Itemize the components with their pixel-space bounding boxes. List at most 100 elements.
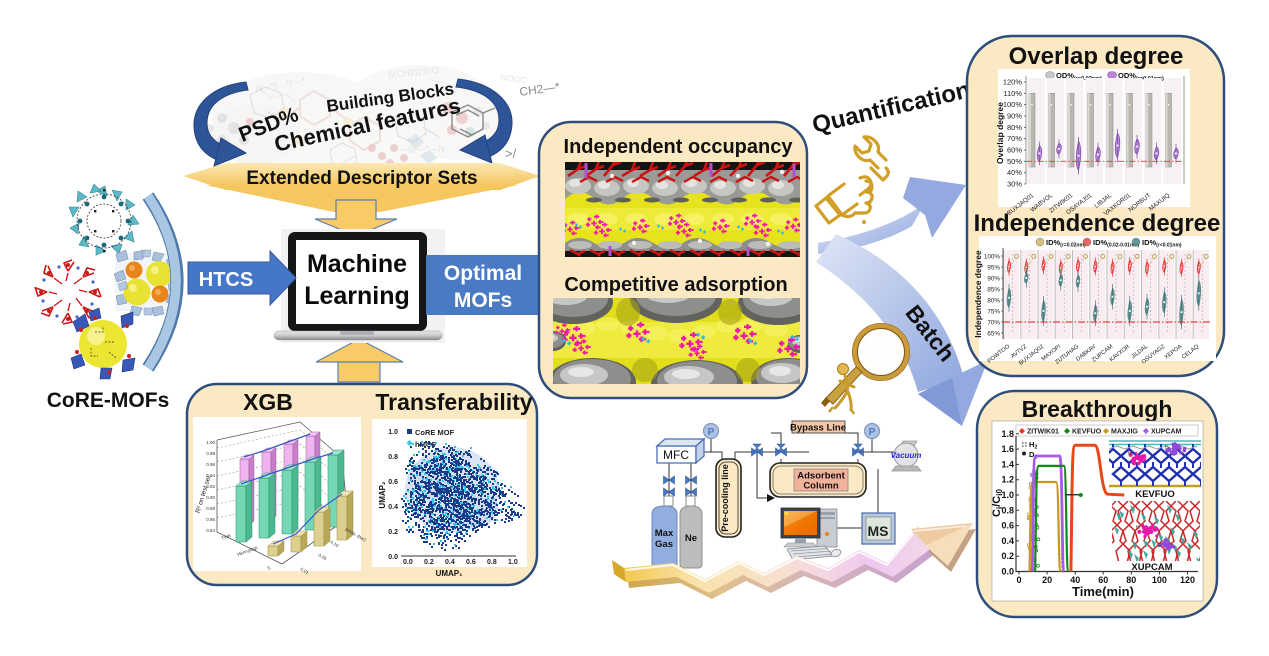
svg-text:110%: 110% — [1003, 89, 1022, 98]
svg-text:0.96: 0.96 — [206, 462, 215, 467]
svg-text:0.4: 0.4 — [388, 504, 398, 511]
svg-text:>/: >/ — [505, 146, 517, 161]
svg-text:Learning: Learning — [304, 282, 410, 310]
svg-text:70%: 70% — [1007, 134, 1022, 143]
svg-text:30%: 30% — [1007, 180, 1022, 189]
svg-text:0.6: 0.6 — [388, 479, 398, 486]
svg-text:20: 20 — [1042, 575, 1052, 585]
svg-text:0.05: 0.05 — [318, 553, 329, 562]
svg-text:100: 100 — [1152, 575, 1167, 585]
svg-text:TWA: TWA — [221, 533, 232, 541]
svg-text:MFC: MFC — [663, 448, 689, 462]
svg-text:HTCS: HTCS — [199, 269, 253, 291]
svg-text:Breakthrough: Breakthrough — [1022, 396, 1173, 422]
svg-text:Adsorbent: Adsorbent — [797, 471, 845, 482]
svg-text:40: 40 — [1070, 575, 1080, 585]
svg-text:Independence degree: Independence degree — [973, 250, 983, 338]
svg-text:CoRE-MOFs: CoRE-MOFs — [47, 389, 170, 412]
svg-text:0.8: 0.8 — [1001, 505, 1014, 515]
svg-text:CoRE MOF: CoRE MOF — [415, 428, 455, 437]
svg-text:0.4: 0.4 — [445, 559, 455, 566]
svg-text:Independent occupancy: Independent occupancy — [564, 136, 794, 158]
svg-text:0.86: 0.86 — [206, 517, 215, 522]
svg-text:ID%(r<0.01nm): ID%(r<0.01nm) — [1142, 238, 1182, 249]
svg-text:P: P — [869, 427, 876, 438]
svg-text:0.8: 0.8 — [388, 454, 398, 461]
svg-text:0.0: 0.0 — [388, 554, 398, 561]
svg-text:0.88: 0.88 — [206, 506, 215, 511]
svg-text:65%: 65% — [987, 331, 1000, 338]
svg-text:MAXJIG: MAXJIG — [1111, 429, 1138, 436]
svg-text:0.2: 0.2 — [1001, 551, 1014, 561]
svg-text:120%: 120% — [1003, 78, 1023, 87]
svg-text:Column: Column — [803, 481, 839, 492]
svg-text:H2: H2 — [1029, 440, 1037, 451]
svg-text:80%: 80% — [1007, 123, 1022, 132]
svg-text:100%: 100% — [1003, 100, 1023, 109]
svg-text:0.92: 0.92 — [206, 484, 215, 489]
svg-text:0.90: 0.90 — [206, 495, 215, 500]
svg-text:85%: 85% — [987, 287, 1000, 294]
svg-text:0.94: 0.94 — [206, 473, 215, 478]
svg-text:Max: Max — [655, 528, 674, 539]
svg-text:UMAP₂: UMAP₂ — [378, 481, 387, 509]
svg-text:Competitive adsorption: Competitive adsorption — [564, 274, 787, 296]
svg-text:0.2: 0.2 — [388, 529, 398, 536]
svg-text:Optimal: Optimal — [444, 262, 522, 285]
svg-text:XUPCAM: XUPCAM — [1131, 562, 1172, 573]
svg-text:1.0: 1.0 — [1001, 490, 1014, 500]
svg-text:XUPCAM: XUPCAM — [1151, 429, 1182, 436]
svg-text:Quantification: Quantification — [810, 76, 973, 139]
svg-text:Overlap degree: Overlap degree — [1009, 43, 1184, 70]
svg-text:90%: 90% — [1007, 112, 1022, 121]
svg-text:1.6: 1.6 — [1001, 444, 1014, 454]
svg-text:hMOF: hMOF — [415, 440, 437, 449]
svg-text:H: H — [1136, 525, 1140, 531]
svg-text:MS: MS — [868, 523, 889, 539]
svg-text:CH2—*: CH2—* — [518, 79, 561, 99]
svg-text:40%: 40% — [1007, 168, 1022, 177]
svg-text:Ci/Ci0: Ci/Ci0 — [991, 489, 1004, 517]
svg-text:0.8: 0.8 — [487, 559, 497, 566]
svg-text:UMAP₁: UMAP₁ — [436, 569, 464, 578]
svg-text:NOOC: NOOC — [500, 72, 529, 86]
svg-text:D: D — [1165, 445, 1169, 451]
svg-text:Machine: Machine — [307, 250, 407, 278]
svg-text:Pre-cooling line: Pre-cooling line — [720, 464, 730, 532]
svg-text:*—@—*—N: *—@—*—N — [395, 144, 445, 154]
svg-text:1.8: 1.8 — [1001, 429, 1014, 439]
svg-text:0.98: 0.98 — [206, 451, 215, 456]
svg-text:0.10: 0.10 — [330, 540, 341, 549]
svg-text:70%: 70% — [987, 320, 1000, 327]
svg-text:Independence degree: Independence degree — [974, 210, 1221, 237]
svg-text:XGB: XGB — [243, 389, 293, 415]
svg-text:KEVFUO: KEVFUO — [1135, 489, 1175, 500]
svg-text:60%: 60% — [1007, 146, 1022, 155]
svg-text:100%: 100% — [984, 254, 1001, 261]
svg-text:Bypass Line: Bypass Line — [790, 423, 846, 434]
svg-text:H: H — [1128, 451, 1132, 457]
svg-text:ID%(r=0.02nm): ID%(r=0.02nm) — [1046, 238, 1086, 249]
svg-text:0.2: 0.2 — [424, 559, 434, 566]
svg-text:50%: 50% — [1007, 157, 1022, 166]
svg-text:MOFs: MOFs — [454, 289, 512, 312]
svg-text:0: 0 — [1016, 575, 1021, 585]
svg-text:1.2: 1.2 — [1001, 475, 1014, 485]
svg-text:1.00: 1.00 — [206, 440, 215, 445]
svg-text:S: S — [267, 565, 272, 571]
svg-text:95%: 95% — [987, 265, 1000, 272]
svg-text:60: 60 — [1098, 575, 1108, 585]
svg-text:75%: 75% — [987, 309, 1000, 316]
svg-text:D2: D2 — [1029, 450, 1037, 461]
svg-text:0.01: 0.01 — [300, 567, 311, 576]
svg-text:Gas: Gas — [655, 539, 673, 550]
svg-text:ID%(0.02-0.01nm): ID%(0.02-0.01nm) — [1093, 238, 1139, 249]
svg-text:0.0: 0.0 — [403, 559, 413, 566]
svg-text:Overlap degree: Overlap degree — [995, 102, 1005, 164]
svg-text:Ne: Ne — [685, 533, 697, 544]
svg-text:0.84: 0.84 — [206, 528, 215, 533]
svg-text:Time(min): Time(min) — [1072, 584, 1134, 599]
svg-text:ZITWIK01: ZITWIK01 — [1027, 429, 1059, 436]
svg-text:1.0: 1.0 — [388, 429, 398, 436]
svg-text:0.6: 0.6 — [466, 559, 476, 566]
